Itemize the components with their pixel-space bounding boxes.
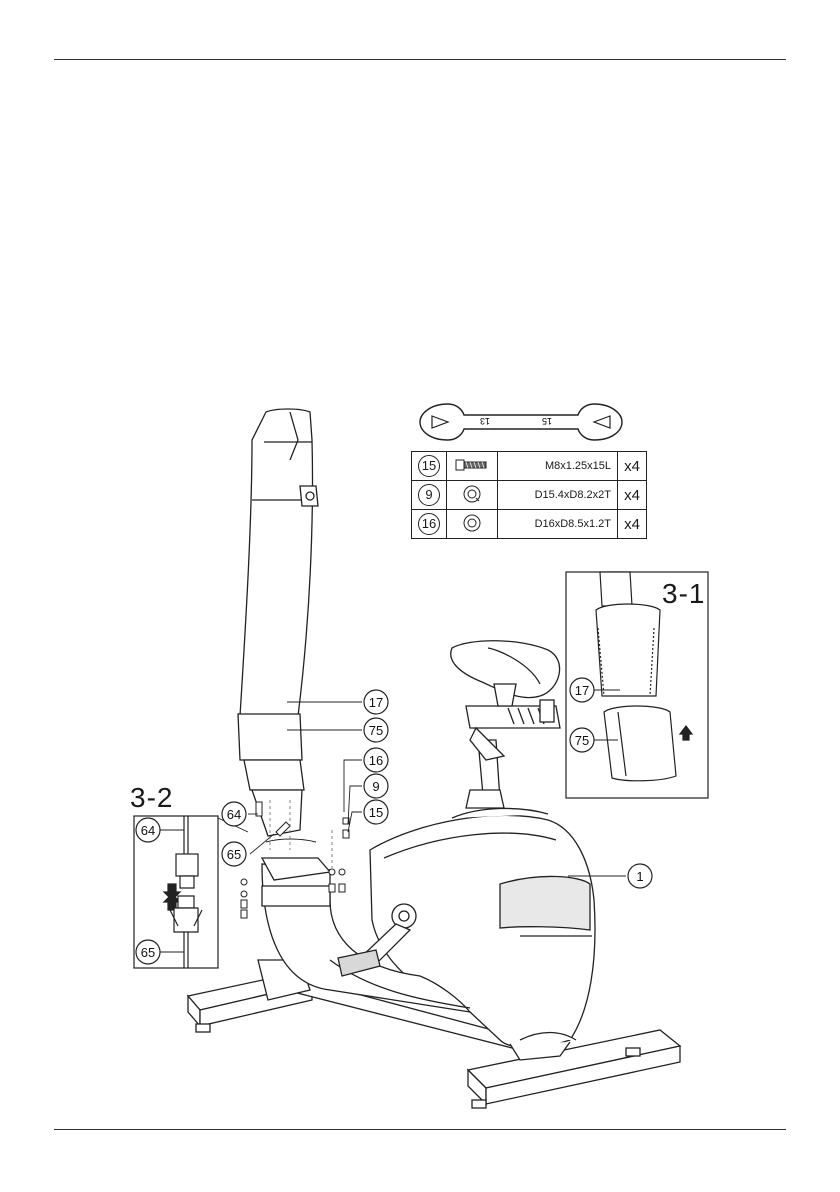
detail-3-1-callout-75: 75 [575,733,589,748]
callout-1: 1 [636,869,643,884]
callout-16: 16 [369,753,383,768]
detail-3-1-title: 3-1 [662,578,705,610]
detail-3-2-callout-65: 65 [141,945,155,960]
callout-17: 17 [369,695,383,710]
detail-3-2-callout-64: 64 [141,823,155,838]
callout-9: 9 [372,779,379,794]
detail-3-2-title: 3-2 [130,782,173,814]
callout-65: 65 [227,847,241,862]
callout-75: 75 [369,723,383,738]
callout-15: 15 [369,805,383,820]
callout-64: 64 [227,807,241,822]
detail-3-1-callout-17: 17 [575,683,589,698]
